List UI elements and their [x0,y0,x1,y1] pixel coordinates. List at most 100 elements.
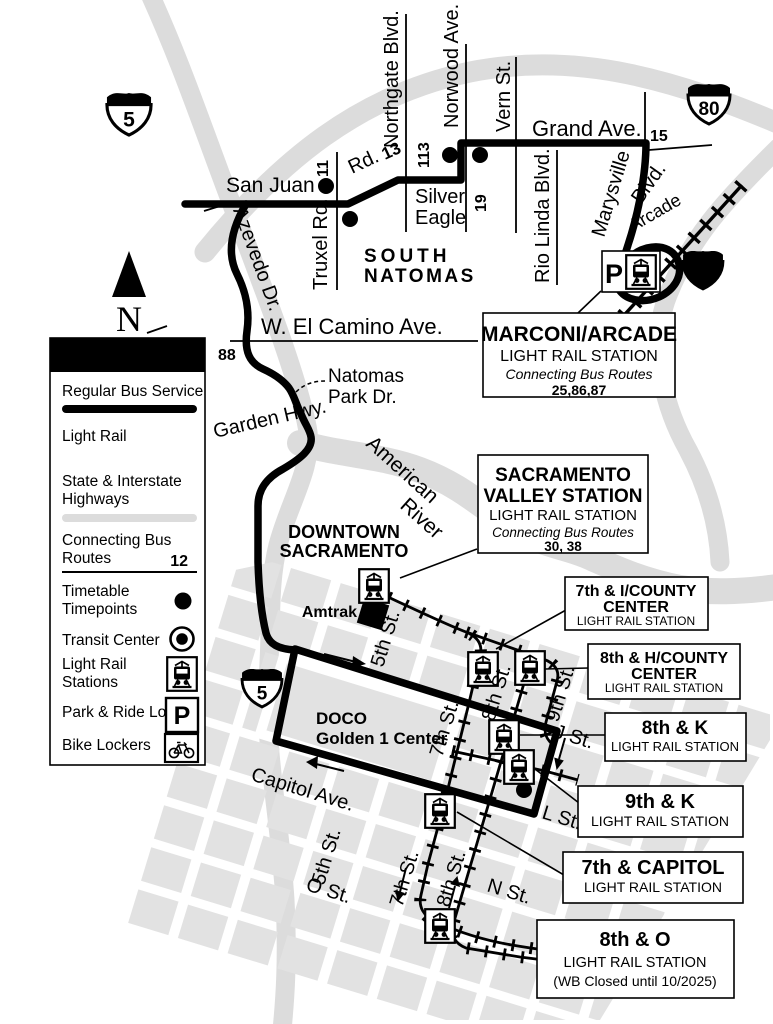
highway-band-i80 [194,54,773,263]
legend-highways-label-2: Highways [62,491,129,508]
timepoint-dot [318,178,334,194]
station-note: (WB Closed until 10/2025) [553,973,716,989]
route-number-19: 19 [473,194,490,212]
legend-bike-lockers-icon [163,732,200,764]
station-type: LIGHT RAIL STATION [564,955,707,971]
street-label-norwood: Norwood Ave. [441,4,463,128]
light-rail-station-icon-8th-o [424,908,456,944]
light-rail-station-icon-8th-h [514,650,546,686]
street-label-northgate: Northgate Blvd. [381,10,403,148]
callout-leaders [399,290,606,876]
legend-transit-center-label: Transit Center [62,632,160,649]
street-label-rd: Rd. [345,145,383,178]
route-number-113: 113 [416,142,433,168]
station-type: LIGHT RAIL STATION [584,879,722,895]
station-type: LIGHT RAIL STATION [605,681,723,695]
street-lines [146,14,713,393]
i80-shield-north: 80 [686,84,732,126]
street-label-vern: Vern St. [493,61,515,132]
legend-park-ride-label: Park & Ride Lot [62,704,171,721]
direction-arrows [306,653,566,909]
station-type: LIGHT RAIL STATION [500,348,658,365]
amtrak-marker [356,597,390,631]
light-rail-station-icon-8th-k [488,719,520,755]
compass-arrow-icon [112,251,146,297]
station-name-1: 7th & I/COUNTY [576,583,697,600]
legend-light-rail-station-icon [166,656,198,692]
route-number-11: 11 [315,160,332,177]
connecting-routes: 30, 38 [544,539,582,554]
timepoint-dot [342,211,358,227]
station-name: 7th & CAPITOL [582,857,725,879]
callout-8th-k: 8th & K LIGHT RAIL STATION [604,712,747,762]
station-name-2: CENTER [603,599,669,616]
station-type: LIGHT RAIL STATION [577,614,695,628]
station-name: 8th & K [642,718,709,739]
callout-sacramento-valley: SACRAMENTO VALLEY STATION LIGHT RAIL STA… [477,454,649,554]
light-rail-station-icon-svs [358,568,390,604]
legend-connecting-number: 12 [170,553,188,570]
legend-lr-stations-label-1: Light Rail [62,656,127,673]
station-name: 9th & K [625,791,696,813]
arrow-8th-northbound [448,876,460,909]
station-type: LIGHT RAIL STATION [611,739,739,754]
legend: LEGEND Regular Bus Service Light Rail St… [49,337,206,766]
i80-shield-number: 80 [698,99,719,120]
highway-band-i5 [142,0,318,1024]
connecting-label: Connecting Bus Routes [492,525,634,540]
light-rail-k [450,745,580,786]
legend-timepoints-label-2: Timepoints [62,601,137,618]
timepoint-dot [516,782,532,798]
i80-shield-number: 80 [693,264,713,284]
street-label-natomas-park-1: Natomas [328,366,404,387]
callout-7th-capitol: 7th & CAPITOL LIGHT RAIL STATION [562,851,744,904]
station-name-1: 8th & H/COUNTY [600,650,728,667]
legend-connecting-label-1: Connecting Bus [62,532,172,549]
light-rail-h-9th [464,626,564,752]
street-label-rio-linda: Rio Linda Blvd. [532,148,554,283]
station-name-1: SACRAMENTO [495,465,631,486]
light-rail-station-icon-7th-capitol [424,793,456,829]
station-name: MARCONI/ARCADE [481,323,677,346]
station-type: LIGHT RAIL STATION [489,507,637,524]
legend-park-ride-icon: P [164,696,200,734]
svg-text:P: P [174,702,191,730]
street-label-truxel: Truxel Rd. [310,198,332,290]
compass-north: N [112,251,146,339]
callout-marconi: MARCONI/ARCADE LIGHT RAIL STATION Connec… [481,312,677,398]
label-doco-1: DOCO [316,709,367,728]
legend-title: LEGEND [81,344,173,369]
i80-shield-marconi: 80 [681,250,725,291]
station-name-2: CENTER [631,666,697,683]
legend-connecting-label-2: Routes [62,550,111,567]
callout-8th-o: 8th & O LIGHT RAIL STATION (WB Closed un… [536,919,735,999]
region-label-south-natomas-2: NATOMAS [364,266,476,287]
label-silver-1: Silver [415,186,465,208]
station-name-2: VALLEY STATION [483,486,642,507]
legend-regular-bus-label: Regular Bus Service [62,383,203,400]
bus-route-azevedo [227,200,315,654]
legend-lr-stations-label-2: Stations [62,674,118,691]
legend-bike-lockers-label: Bike Lockers [62,737,151,754]
route-number-88: 88 [218,347,236,364]
i5-shield-number: 5 [123,109,135,132]
timetable-timepoints [318,147,532,798]
legend-highways-label-1: State & Interstate [62,473,182,490]
connecting-routes: 25,86,87 [552,382,607,398]
timepoint-dot [472,147,488,163]
i5-shield-north: 5 [105,93,153,137]
light-rail-station-icon [625,254,657,290]
arrow-7th-southbound [395,867,407,902]
natomas-park-leader [295,380,326,393]
legend-title-bar [50,338,205,372]
callout-9th-k: 9th & K LIGHT RAIL STATION [577,785,744,838]
legend-light-rail-label: Light Rail [62,428,127,445]
label-silver-2: Eagle [415,207,466,229]
station-name: 8th & O [599,929,670,951]
region-label-downtown-1: DOWNTOWN [288,522,400,542]
arrow-j-st [554,737,566,770]
region-label-south-natomas-1: SOUTH [364,246,451,267]
legend-timepoints-label-1: Timetable [62,583,129,600]
i5-shield-number: 5 [257,683,268,704]
